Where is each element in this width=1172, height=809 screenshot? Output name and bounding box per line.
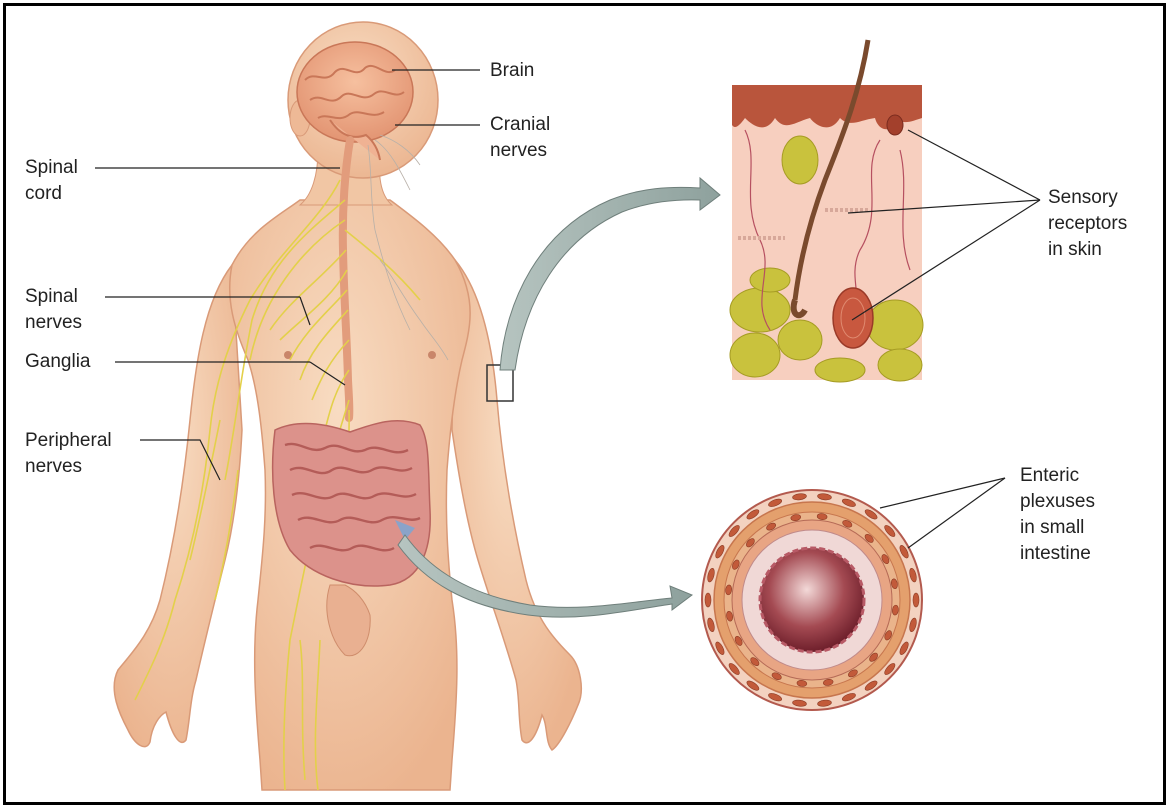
- label-sensory-receptors-line2: receptors: [1048, 211, 1127, 237]
- label-peripheral-nerves: Peripheral nerves: [25, 428, 112, 480]
- label-spinal-cord: Spinal cord: [25, 155, 78, 207]
- label-spinal-cord-line1: Spinal: [25, 155, 78, 181]
- label-brain-text: Brain: [490, 58, 534, 84]
- label-sensory-receptors-line1: Sensory: [1048, 185, 1127, 211]
- label-sensory-receptors: Sensory receptors in skin: [1048, 185, 1127, 263]
- label-cranial-nerves-line2: nerves: [490, 138, 550, 164]
- label-cranial-nerves-line1: Cranial: [490, 112, 550, 138]
- label-sensory-receptors-line3: in skin: [1048, 237, 1127, 263]
- skin-cross-section: [730, 40, 923, 382]
- label-spinal-nerves-line2: nerves: [25, 310, 82, 336]
- label-spinal-cord-line2: cord: [25, 181, 78, 207]
- label-ganglia: Ganglia: [25, 349, 91, 375]
- label-spinal-nerves-line1: Spinal: [25, 284, 82, 310]
- label-enteric-plexuses-line1: Enteric: [1020, 463, 1095, 489]
- enteric-plexus-dot: [705, 593, 711, 607]
- label-peripheral-nerves-line1: Peripheral: [25, 428, 112, 454]
- label-enteric-plexuses: Enteric plexuses in small intestine: [1020, 463, 1095, 567]
- label-enteric-plexuses-line3: in small: [1020, 515, 1095, 541]
- label-enteric-plexuses-line2: plexuses: [1020, 489, 1095, 515]
- label-peripheral-nerves-line2: nerves: [25, 454, 112, 480]
- enteric-plexus-dot: [913, 593, 919, 607]
- label-brain: Brain: [490, 58, 534, 84]
- label-enteric-plexuses-line4: intestine: [1020, 541, 1095, 567]
- label-cranial-nerves: Cranial nerves: [490, 112, 550, 164]
- intestine-cross-section: [702, 490, 922, 710]
- label-ganglia-text: Ganglia: [25, 349, 91, 375]
- label-spinal-nerves: Spinal nerves: [25, 284, 82, 336]
